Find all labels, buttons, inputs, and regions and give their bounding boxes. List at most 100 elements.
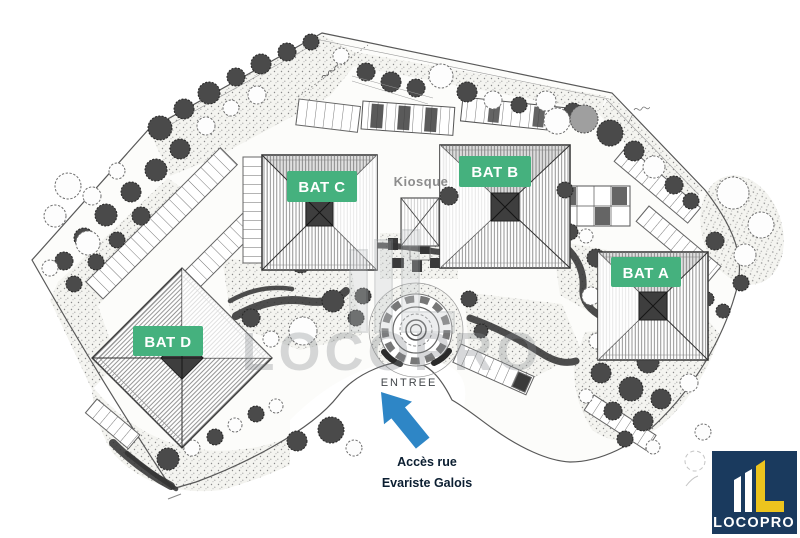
- tree: [603, 401, 623, 421]
- building-bat-d: [91, 267, 273, 449]
- tree: [578, 228, 594, 244]
- locopro-watermark: [349, 229, 455, 333]
- hedge: [124, 450, 179, 492]
- badge-label-bat-c: BAT C: [298, 179, 345, 196]
- tree: [288, 316, 318, 346]
- tree: [196, 116, 216, 136]
- hedge: [466, 314, 580, 366]
- tree: [705, 231, 725, 251]
- access-arrow-icon: [381, 392, 430, 449]
- locopro-logo: LOCOPRO: [712, 451, 797, 534]
- tree: [169, 138, 191, 160]
- tree: [226, 67, 246, 87]
- tree: [227, 417, 243, 433]
- tree: [241, 308, 261, 328]
- access-note-line1: Accès rue: [397, 455, 457, 469]
- planting-bed: [148, 35, 362, 176]
- badge-bat-b: [459, 156, 531, 187]
- tree: [682, 192, 700, 210]
- tree: [302, 33, 320, 51]
- tree: [54, 172, 82, 200]
- tree: [332, 47, 350, 65]
- hedge: [227, 285, 295, 304]
- tree: [483, 90, 503, 110]
- tree: [460, 290, 478, 308]
- tree: [144, 158, 168, 182]
- annotations: [167, 44, 706, 500]
- tree: [694, 423, 712, 441]
- tree: [632, 410, 654, 432]
- tree: [108, 231, 126, 249]
- tree: [131, 206, 151, 226]
- tree: [616, 430, 634, 448]
- tree: [183, 439, 201, 457]
- tree: [747, 211, 775, 239]
- parking-strips: [84, 98, 722, 452]
- tree: [356, 62, 376, 82]
- tree: [716, 176, 750, 210]
- tree: [345, 439, 363, 457]
- tree: [41, 259, 59, 277]
- tree: [222, 99, 240, 117]
- tree: [569, 104, 599, 134]
- logo-wordmark: LOCOPRO: [713, 515, 795, 531]
- tree: [535, 90, 557, 112]
- tree: [197, 81, 221, 105]
- tree: [317, 416, 345, 444]
- tree: [590, 362, 612, 384]
- tree: [247, 405, 265, 423]
- tree: [108, 162, 126, 180]
- tree: [347, 309, 365, 327]
- tree: [439, 186, 459, 206]
- entrance-road: [290, 360, 466, 472]
- tree: [456, 81, 478, 103]
- building-badge-bat-b: BAT B: [459, 156, 531, 187]
- badge-bat-c: [287, 171, 357, 202]
- tree: [380, 71, 402, 93]
- tree: [268, 398, 284, 414]
- tree: [543, 107, 571, 135]
- tree: [173, 98, 195, 120]
- tree: [206, 428, 224, 446]
- entrance-label: ENTREE: [381, 377, 438, 389]
- tree: [247, 85, 267, 105]
- tree: [250, 53, 272, 75]
- tree: [556, 181, 574, 199]
- badge-label-bat-d: BAT D: [144, 334, 191, 351]
- logo-background: [712, 451, 797, 534]
- tree: [618, 376, 644, 402]
- tree: [664, 175, 684, 195]
- access-note-line2: Evariste Galois: [382, 476, 472, 490]
- parking-strip: [84, 398, 141, 450]
- tree: [277, 42, 297, 62]
- tree: [428, 63, 454, 89]
- badge-bat-d: [133, 326, 203, 356]
- watermark-text: LOCOPRO: [241, 322, 542, 382]
- tree: [510, 96, 528, 114]
- tree: [120, 181, 142, 203]
- tree: [262, 330, 280, 348]
- badge-label-bat-b: BAT B: [471, 164, 518, 181]
- tree: [679, 373, 699, 393]
- kiosque-label: Kiosque: [394, 174, 449, 189]
- building-badge-bat-c: BAT C: [287, 171, 357, 202]
- tree: [82, 186, 102, 206]
- building-badge-bat-a: BAT A: [611, 257, 681, 287]
- tree: [94, 203, 118, 227]
- parking-strip: [295, 98, 362, 133]
- tree: [406, 78, 426, 98]
- tree: [54, 251, 74, 271]
- garage-block: [360, 100, 456, 136]
- tree: [596, 119, 624, 147]
- tree: [623, 140, 645, 162]
- tree: [354, 287, 372, 305]
- kiosque: [400, 197, 440, 261]
- logo-mark-icon: [734, 460, 784, 512]
- tree: [578, 388, 594, 404]
- tree: [147, 115, 173, 141]
- badge-bat-a: [611, 257, 681, 287]
- tree: [87, 253, 105, 271]
- tree: [642, 155, 666, 179]
